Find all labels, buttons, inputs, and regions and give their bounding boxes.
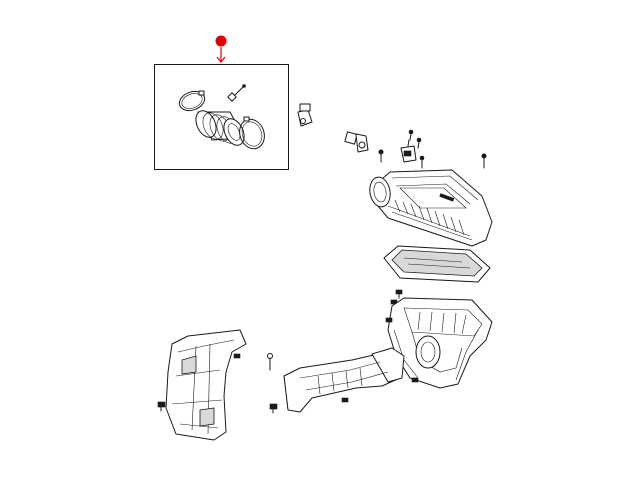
air-inlet-duct[interactable] bbox=[283, 347, 405, 413]
callout-marker[interactable] bbox=[215, 35, 227, 47]
bolt[interactable] bbox=[408, 129, 414, 141]
bolt[interactable] bbox=[416, 137, 422, 149]
splash-shield[interactable] bbox=[165, 329, 247, 441]
push-pin-fastener[interactable] bbox=[395, 289, 403, 299]
bolt[interactable] bbox=[267, 353, 273, 371]
bolt[interactable] bbox=[419, 155, 425, 169]
push-pin-fastener[interactable] bbox=[269, 403, 278, 414]
push-pin-fastener[interactable] bbox=[157, 401, 166, 412]
callout-arrow bbox=[216, 47, 226, 63]
air-filter-element[interactable] bbox=[383, 245, 491, 283]
air-flow-sensor[interactable] bbox=[400, 139, 417, 163]
bolt[interactable] bbox=[481, 153, 487, 169]
sensor-plug[interactable] bbox=[227, 84, 246, 102]
bolt[interactable] bbox=[378, 149, 384, 163]
crankcase-vent-hose[interactable] bbox=[297, 103, 369, 153]
air-cleaner-cover[interactable] bbox=[368, 169, 493, 247]
highlight-box[interactable] bbox=[154, 64, 289, 170]
air-inlet-hose-with-clamps[interactable] bbox=[177, 88, 269, 152]
